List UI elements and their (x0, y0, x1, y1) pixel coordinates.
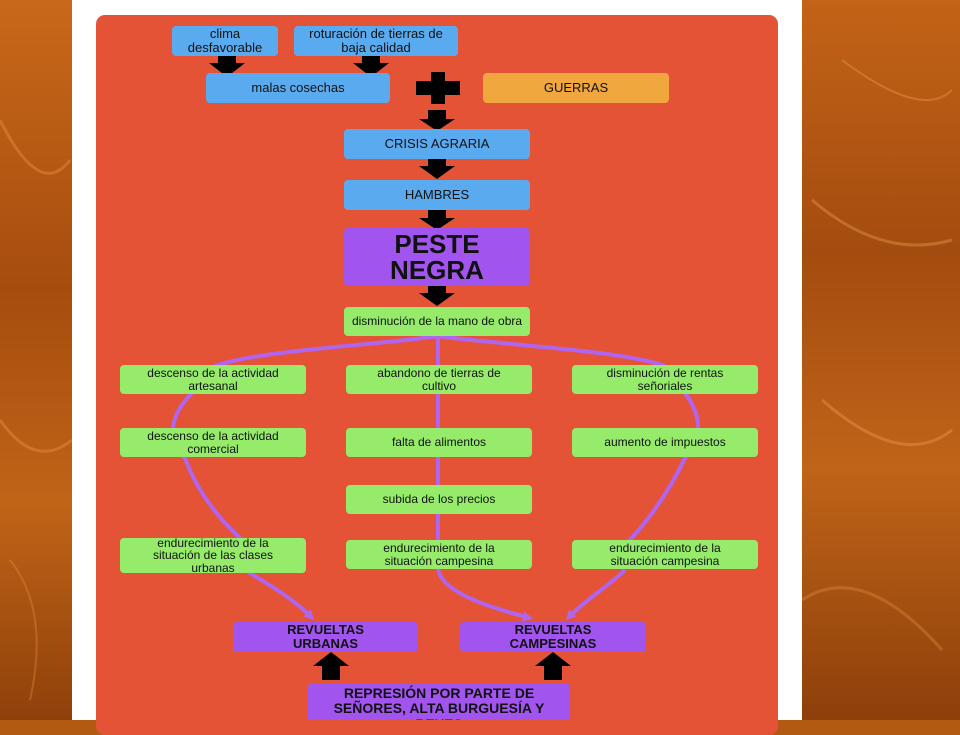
node-hambres: HAMBRES (344, 180, 530, 210)
black-arrows (209, 55, 571, 680)
plus-icon (416, 72, 460, 104)
node-malas-cosechas: malas cosechas (206, 73, 390, 103)
node-represion: REPRESIÓN POR PARTE DE SEÑORES, ALTA BUR… (308, 683, 570, 720)
node-aumento-impuestos: aumento de impuestos (572, 428, 758, 457)
node-revueltas-campesinas: REVUELTAS CAMPESINAS (460, 622, 646, 652)
connectors (170, 55, 701, 680)
node-falta-alimentos: falta de alimentos (346, 428, 532, 457)
node-endurecimiento-campesina-center: endurecimiento de la situación campesina (346, 540, 532, 569)
node-peste-negra: PESTE NEGRA (344, 228, 530, 286)
leaf-decoration-left (0, 119, 72, 701)
node-endurecimiento-campesina-right: endurecimiento de la situación campesina (572, 540, 758, 569)
background-right (802, 0, 960, 720)
node-crisis-agraria: CRISIS AGRARIA (344, 129, 530, 159)
node-subida-precios: subida de los precios (346, 485, 532, 514)
node-guerras: GUERRAS (483, 73, 669, 103)
node-disminucion-mano-obra: disminución de la mano de obra (344, 307, 530, 336)
node-abandono-tierras: abandono de tierras de cultivo (346, 365, 532, 394)
purple-connectors (170, 334, 701, 622)
node-descenso-comercial: descenso de la actividad comercial (120, 428, 306, 457)
node-revueltas-urbanas: REVUELTAS URBANAS (233, 622, 418, 652)
node-disminucion-rentas: disminución de rentas señoriales (572, 365, 758, 394)
node-descenso-artesanal: descenso de la actividad artesanal (120, 365, 306, 394)
node-endurecimiento-urbanas: endurecimiento de la situación de las cl… (120, 536, 306, 574)
background-left (0, 0, 72, 720)
node-roturacion: roturación de tierras de baja calidad (294, 26, 458, 56)
node-clima: clima desfavorable (172, 26, 278, 56)
leaf-decoration-right (802, 59, 953, 651)
